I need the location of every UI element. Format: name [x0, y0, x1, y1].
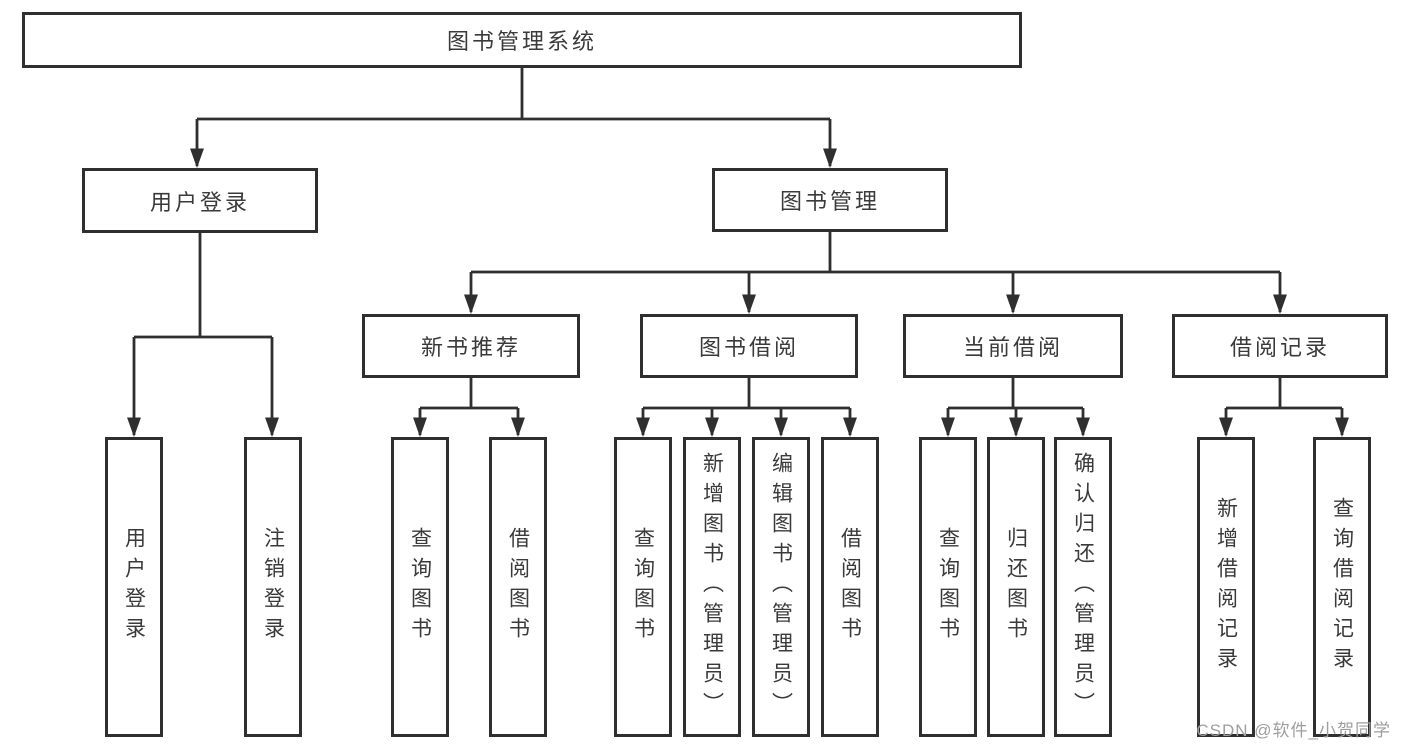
leaf-label: 借阅图书 [838, 527, 862, 647]
node-label: 图书管理系统 [446, 29, 597, 54]
node-label: 借阅记录 [1229, 335, 1330, 360]
node-library-management-system: 图书管理系统 [22, 12, 1022, 68]
node-current-borrow: 当前借阅 [903, 314, 1123, 378]
connector-book-borrow-branch [636, 378, 857, 437]
leaf-label: 归还图书 [1004, 527, 1028, 647]
node-new-book-recommend: 新书推荐 [362, 314, 580, 378]
leaf-query-books-1: 查询图书 [391, 437, 449, 737]
node-label: 当前借阅 [962, 335, 1063, 360]
leaf-borrow-books-1: 借阅图书 [489, 437, 547, 737]
leaf-query-books-3: 查询图书 [919, 437, 977, 737]
node-label: 用户登录 [149, 189, 250, 215]
csdn-watermark: CSDN @软件_小贺同学 [1196, 721, 1391, 740]
leaf-label: 编辑图书（管理员） [769, 452, 793, 722]
connector-book-management-branch [464, 232, 1287, 314]
leaf-label: 新增图书（管理员） [700, 452, 724, 722]
leaf-user-login: 用户登录 [105, 437, 163, 737]
leaf-query-books-2: 查询图书 [614, 437, 672, 737]
leaf-label: 用户登录 [122, 527, 146, 647]
node-label: 新书推荐 [420, 335, 521, 360]
leaf-borrow-books-2: 借阅图书 [821, 437, 879, 737]
leaf-query-borrow-record: 查询借阅记录 [1313, 437, 1371, 737]
connector-user-login-branch [127, 233, 279, 437]
connector-current-borrow-branch [941, 378, 1090, 437]
leaf-label: 查询图书 [631, 527, 655, 647]
leaf-edit-book-admin: 编辑图书（管理员） [752, 437, 810, 737]
leaf-label: 查询借阅记录 [1330, 497, 1354, 677]
node-label: 图书管理 [779, 189, 880, 214]
leaf-label: 确认归还（管理员） [1071, 452, 1095, 722]
node-label: 图书借阅 [698, 335, 799, 360]
connector-new-book-branch [413, 378, 525, 437]
leaf-confirm-return-admin: 确认归还（管理员） [1054, 437, 1112, 737]
leaf-add-borrow-record: 新增借阅记录 [1197, 437, 1255, 737]
node-book-borrow: 图书借阅 [640, 314, 858, 378]
leaf-label: 查询图书 [408, 527, 432, 647]
node-borrow-records: 借阅记录 [1172, 314, 1388, 378]
leaf-label: 注销登录 [261, 527, 285, 647]
connector-borrow-records-branch [1219, 378, 1349, 437]
leaf-return-books: 归还图书 [987, 437, 1045, 737]
leaf-logout: 注销登录 [244, 437, 302, 737]
leaf-label: 查询图书 [936, 527, 960, 647]
node-book-management: 图书管理 [712, 168, 948, 232]
leaf-label: 借阅图书 [506, 527, 530, 647]
node-user-login: 用户登录 [82, 168, 318, 233]
connector-root-to-level2 [190, 68, 837, 168]
leaf-add-book-admin: 新增图书（管理员） [683, 437, 741, 737]
leaf-label: 新增借阅记录 [1214, 497, 1238, 677]
